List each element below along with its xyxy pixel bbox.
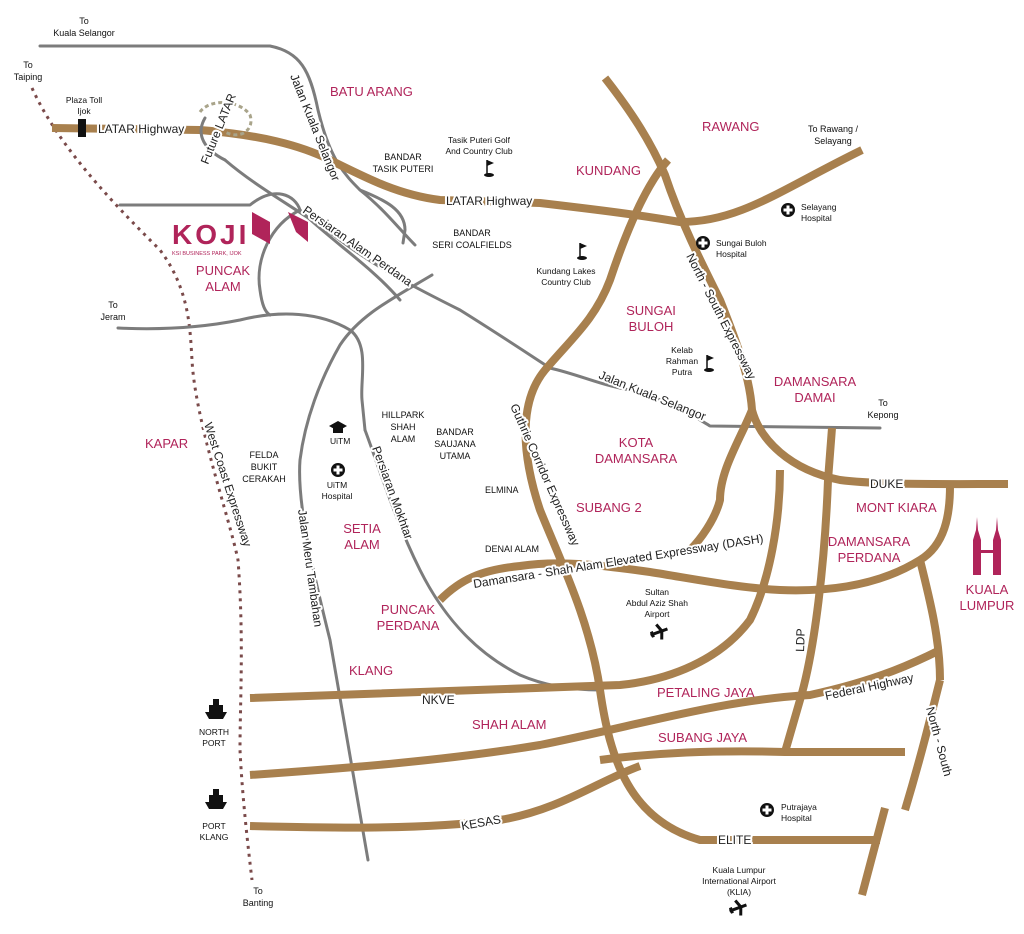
- airplane-icon: [649, 623, 668, 640]
- road-label-latar-highway-2: LATAR Highway: [446, 194, 532, 208]
- hospital-icon: [696, 236, 710, 250]
- hwy-federal: [249, 646, 942, 779]
- poi-uitm: UiTM: [330, 436, 350, 446]
- road-label-kesas: KESAS: [460, 812, 502, 833]
- area-batu-arang: BATU ARANG: [330, 84, 413, 99]
- road-puncak-alam-loop: [257, 208, 302, 317]
- koji-logo: KOJI KSI BUSINESS PARK, IJOK: [172, 212, 308, 257]
- road-jeram: [116, 312, 367, 432]
- taiping-rail-line: [30, 87, 254, 881]
- koji-tagline: KSI BUSINESS PARK, IJOK: [172, 251, 242, 257]
- road-tasik-puteri: [358, 188, 407, 245]
- koji-wordmark: KOJI: [172, 219, 249, 250]
- koji-logo-mark: [252, 212, 308, 244]
- hospital-icon: [331, 463, 345, 477]
- hwy-duke-spur: [249, 469, 784, 702]
- road-label-persiaran-alam-perdana: Persiaran Alam Perdana: [300, 203, 415, 289]
- area-mont-kiara: MONT KIARA: [856, 500, 937, 515]
- hwy-subang-jaya: [599, 747, 905, 764]
- ship-icon: [205, 699, 227, 719]
- hwy-latar-west: [51, 124, 864, 226]
- hwy-kesas: [249, 762, 642, 832]
- road-jalan-kuala-selangor: [223, 158, 882, 430]
- road-label-latar-highway: LATAR Highway: [98, 122, 184, 136]
- road-label-nkve: NKVE: [422, 693, 455, 707]
- hwy-north-south: [601, 75, 1009, 489]
- hwy-elite-east: [858, 806, 889, 897]
- road-label-duke: DUKE: [870, 477, 903, 491]
- hospital-icon: [760, 803, 774, 817]
- ship-icon: [205, 789, 227, 809]
- hwy-ldp: [781, 427, 836, 754]
- hwy-dash: [437, 485, 954, 603]
- hospital-icon: [781, 203, 795, 217]
- toll-plaza-marker: [78, 119, 86, 137]
- area-rawang: RAWANG: [702, 119, 760, 134]
- area-subang-jaya: SUBANG JAYA: [658, 730, 747, 745]
- future-latar-dashed: [198, 101, 253, 137]
- hwy-duke: [687, 408, 756, 553]
- road-label-jalan-meru-tambahan: Jalan Meru Tambahan: [295, 508, 325, 627]
- road-label-ldp: LDP: [793, 628, 808, 652]
- place-elmina: ELMINA: [485, 485, 519, 495]
- area-kapar: KAPAR: [145, 436, 188, 451]
- dest-rawang-selayang: To Rawang /Selayang: [808, 124, 859, 146]
- road-label-elite: ELITE: [718, 833, 751, 847]
- road-label-west-coast: West Coast Expressway: [201, 421, 254, 549]
- golf-flag-icon: [484, 160, 494, 177]
- area-petaling-jaya: PETALING JAYA: [657, 685, 755, 700]
- area-klang: KLANG: [349, 663, 393, 678]
- road-persiaran-mokhtar: [298, 273, 434, 862]
- area-subang-2: SUBANG 2: [576, 500, 642, 515]
- area-kundang: KUNDANG: [576, 163, 641, 178]
- road-kuala-selangor-north: [38, 44, 417, 247]
- petronas-towers-icon: [973, 517, 1001, 575]
- hwy-kl-spur: [916, 559, 944, 681]
- golf-flag-icon: [704, 355, 714, 372]
- hwy-north-south-south: [901, 679, 944, 812]
- graduation-cap-icon: [329, 421, 347, 433]
- golf-flag-icon: [577, 243, 587, 260]
- area-shah-alam: SHAH ALAM: [472, 717, 546, 732]
- future-latar-solid: [199, 116, 227, 162]
- airplane-icon: [728, 899, 747, 916]
- place-denai-alam: DENAI ALAM: [485, 544, 539, 554]
